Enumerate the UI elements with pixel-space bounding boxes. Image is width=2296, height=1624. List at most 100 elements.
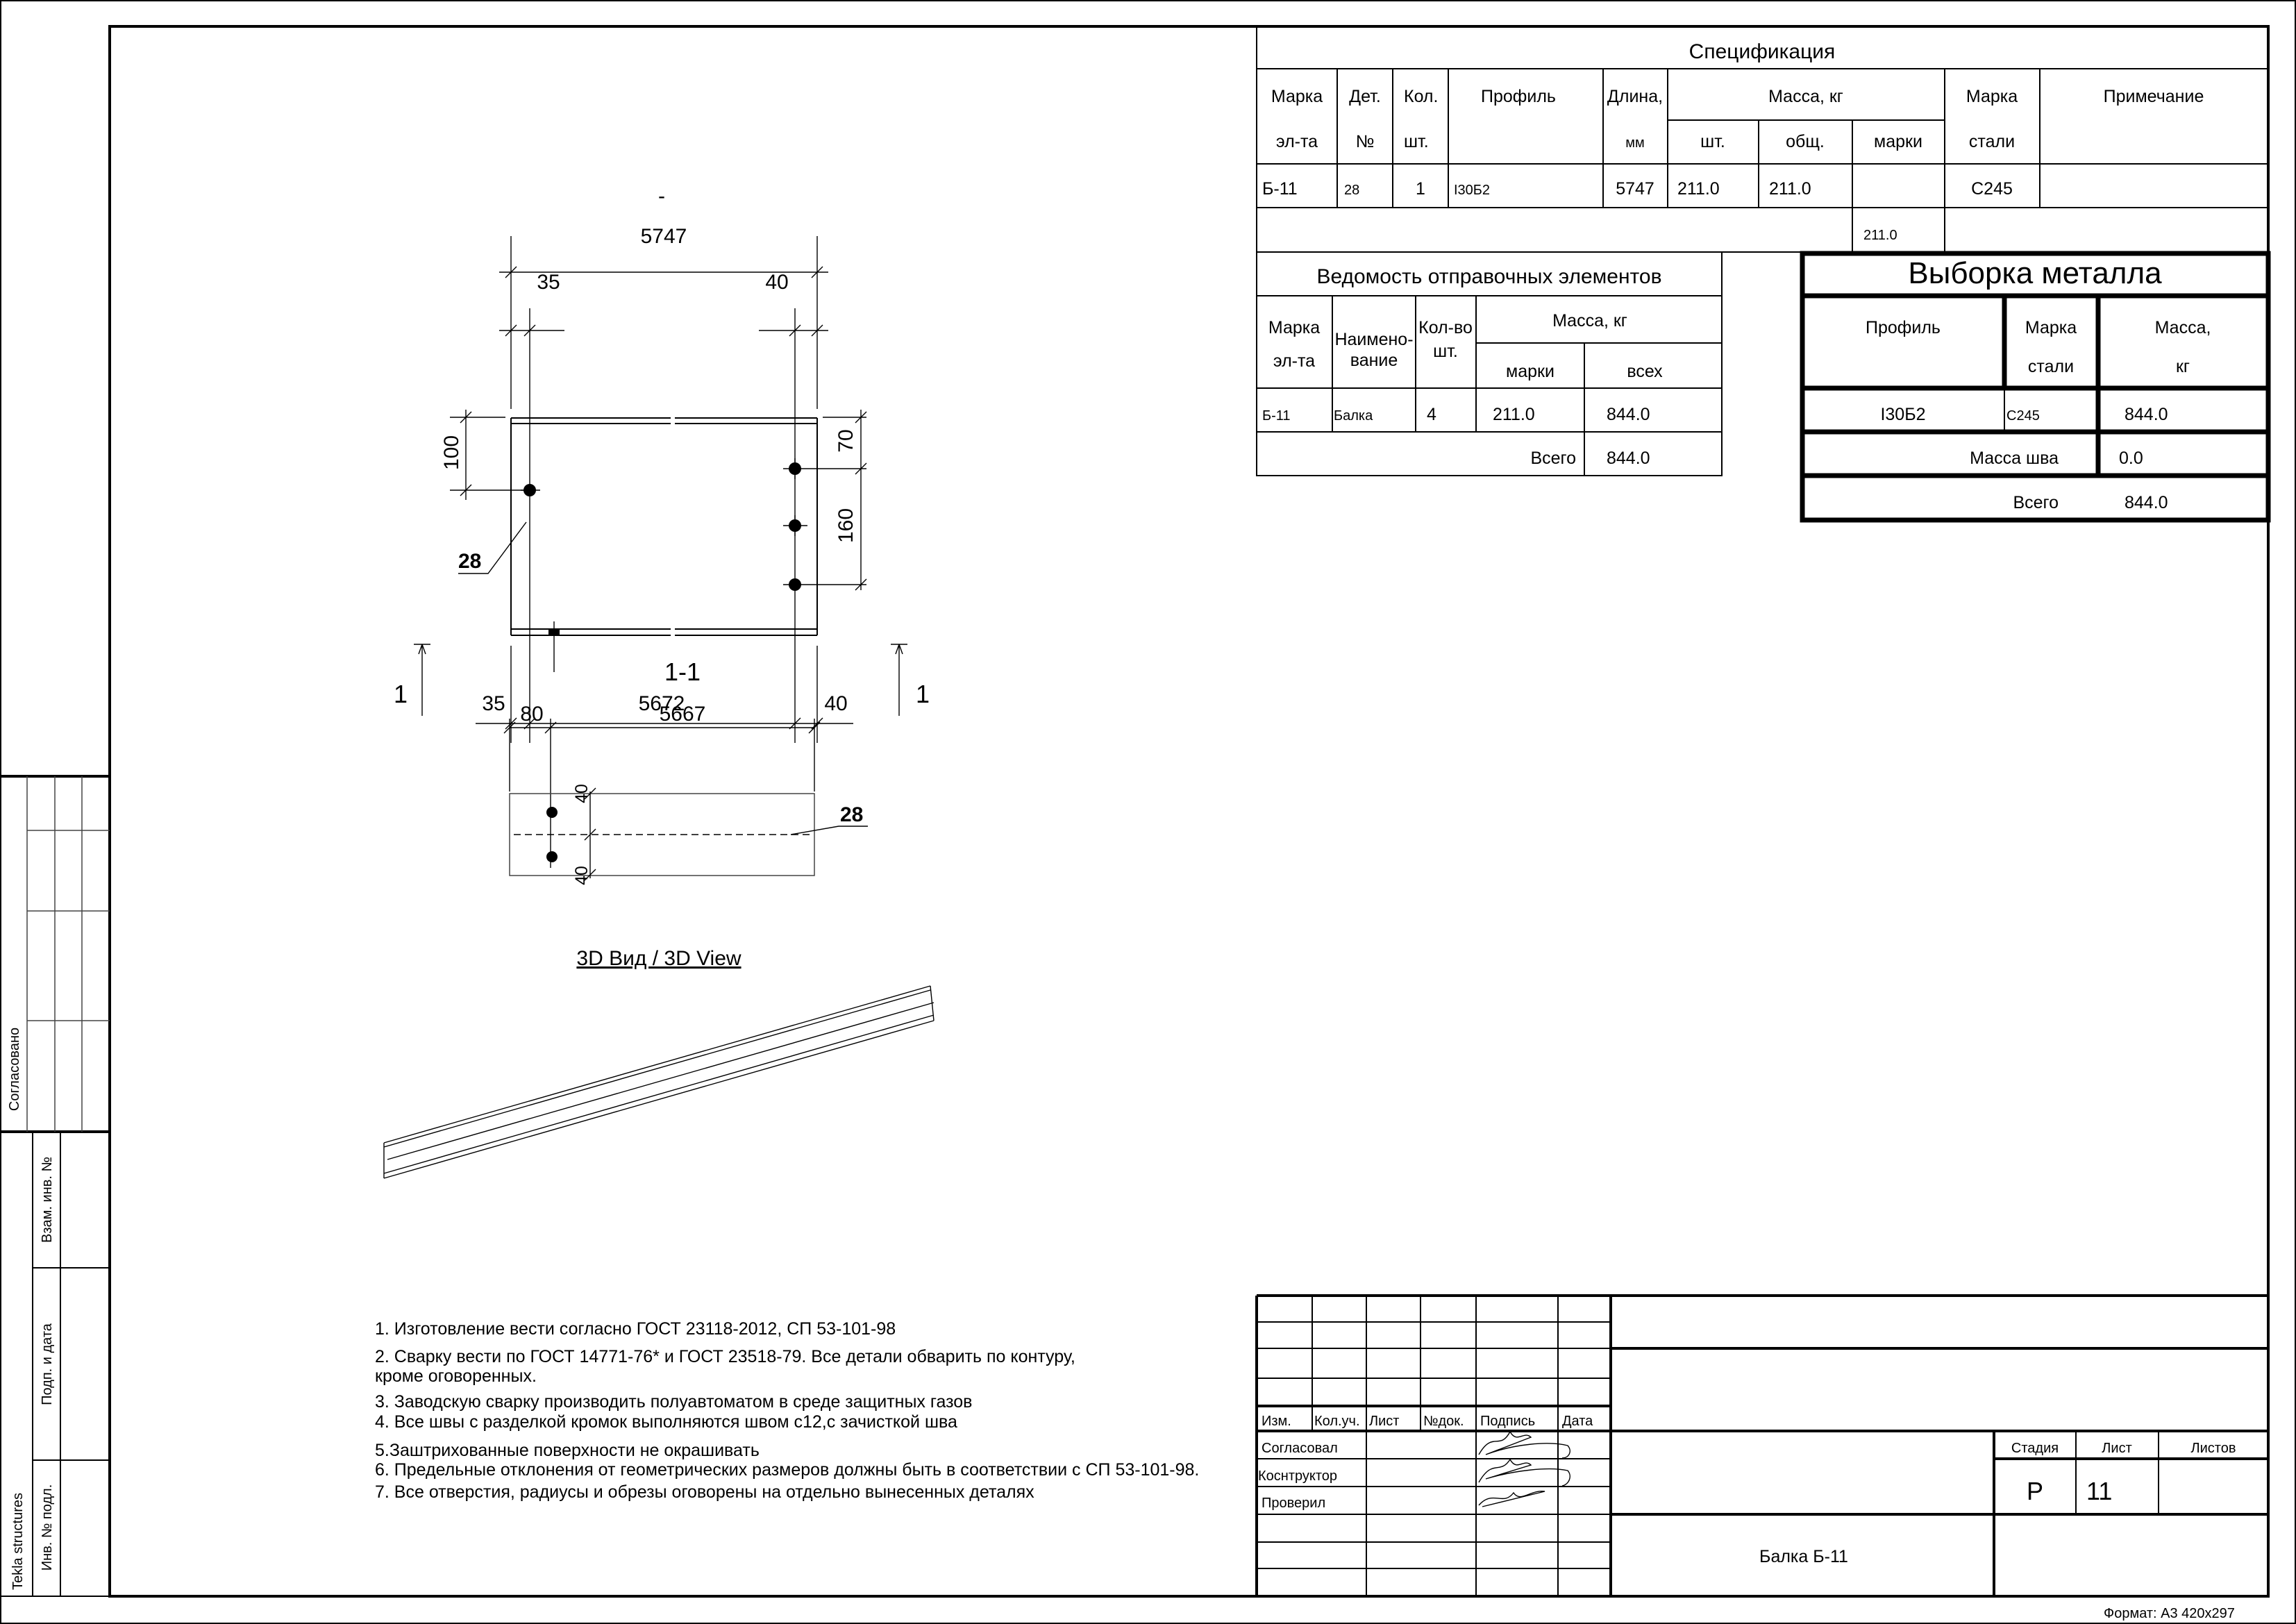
side-stamp-sign-date: Подп. и дата (40, 1323, 55, 1405)
spec-cell-mark: Б-11 (1262, 179, 1298, 199)
section-outline (509, 793, 815, 876)
part-mark: 28 (458, 550, 481, 573)
tb-col-kol-uch: Кол.уч. (1314, 1414, 1360, 1429)
shipping-header-mass-all: всех (1627, 362, 1663, 381)
tb-col-signature: Подпись (1480, 1414, 1535, 1429)
tb-col-ndok: №док. (1423, 1414, 1464, 1429)
spec-header-length: мм (1625, 135, 1645, 151)
spec-cell-det: 28 (1344, 183, 1359, 198)
shipping-header-mark: Марка (1268, 318, 1320, 337)
dim-middle-bottom: 5672 (639, 692, 685, 715)
shipping-total-value: 844.0 (1607, 449, 1650, 468)
tb-sheet-label: Лист (2102, 1441, 2131, 1456)
shipping-header-qty: шт. (1433, 342, 1458, 361)
side-stamp-replace-inv: Взам. инв. № (40, 1157, 55, 1243)
side-stamp-agreed: Согласовано (7, 1028, 22, 1111)
weld-mass-label: Масса шва (1970, 449, 2059, 468)
spec-header-steel: стали (1969, 132, 2015, 151)
spec-header-qty: Кол. (1404, 87, 1438, 106)
shipping-header-mass: Масса, кг (1552, 311, 1627, 330)
section-mark-right: 1 (916, 680, 930, 708)
spec-header-mass-mark: марки (1874, 132, 1922, 151)
spec-header-note: Примечание (2104, 87, 2204, 106)
tb-sheet-value: 11 (2086, 1477, 2112, 1505)
tb-role-designer: Коснтруктор (1258, 1468, 1337, 1484)
drawing-frame (108, 25, 2270, 1598)
view-3d-title: 3D Вид / 3D View (576, 947, 741, 970)
note-line: кроме оговоренных. (375, 1366, 537, 1386)
tb-stage-value: Р (2027, 1477, 2043, 1505)
dim-left-bottom: 35 (482, 692, 505, 715)
view-3d: 3D Вид / 3D View (383, 947, 935, 1179)
dim-overall: 5747 (641, 225, 687, 248)
section-view: 1-1 80 5667 40 40 28 (503, 658, 868, 885)
dim-right-top: 40 (765, 271, 788, 294)
spec-header-profile: Профиль (1481, 87, 1556, 106)
section-dim-bottom: 40 (572, 866, 592, 885)
spec-header-mass-each: шт. (1700, 132, 1725, 151)
format-label: Формат: А3 420x297 (2104, 1606, 2235, 1621)
metal-cell-steel: С245 (2006, 408, 2040, 424)
spec-cell-mass-each: 211.0 (1677, 179, 1720, 199)
shipping-cell-mark: Б-11 (1262, 408, 1291, 424)
side-stamp: Согласовано Взам. инв. № Подп. и дата Ин… (0, 775, 110, 1597)
tb-col-izm: Изм. (1262, 1414, 1291, 1429)
note-line: 4. Все швы с разделкой кромок выполняютс… (375, 1412, 957, 1432)
metal-header-mass: Масса, (2155, 318, 2211, 337)
note-line: 1. Изготовление вести согласно ГОСТ 2311… (375, 1319, 896, 1339)
shipping-header-mark: эл-та (1273, 351, 1315, 371)
shipping-total-label: Всего (1530, 449, 1576, 468)
section-mark-left: 1 (394, 680, 408, 708)
metal-header-steel: стали (2028, 357, 2074, 376)
shipping-header-name: Наимено- (1334, 330, 1413, 349)
tb-drawing-name: Балка Б-11 (1759, 1547, 1848, 1566)
note-line: 6. Предельные отклонения от геометрическ… (375, 1460, 1199, 1480)
spec-header-qty: шт. (1404, 132, 1429, 151)
spec-cell-steel: С245 (1971, 179, 2013, 199)
metal-total-value: 844.0 (2125, 493, 2168, 512)
metal-cell-mass: 844.0 (2125, 405, 2168, 424)
spec-header-length: Длина, (1607, 87, 1663, 106)
dim-vertical-right-top: 70 (835, 429, 857, 452)
dim-vertical-right-mid: 160 (835, 508, 857, 543)
spec-cell-profile: I30Б2 (1454, 183, 1490, 198)
shipping-cell-name: Балка (1334, 408, 1373, 424)
spec-header-steel: Марка (1966, 87, 2018, 106)
note-line: 2. Сварку вести по ГОСТ 14771-76* и ГОСТ… (375, 1347, 1075, 1366)
title-block: Изм. Кол.уч. Лист №док. Подпись Дата Сог… (1255, 1294, 2268, 1596)
spec-header-det: № (1356, 132, 1375, 151)
section-title: 1-1 (664, 658, 701, 686)
general-notes: 1. Изготовление вести согласно ГОСТ 2311… (375, 1319, 1199, 1502)
beam-outline (510, 417, 818, 636)
specification-table: Спецификация Марка эл-та Дет. № Кол. шт.… (1256, 26, 2268, 253)
metal-total-label: Всего (2013, 493, 2059, 512)
weld-mass-value: 0.0 (2119, 449, 2143, 468)
metal-header-profile: Профиль (1866, 318, 1941, 337)
spec-cell-length: 5747 (1616, 179, 1654, 199)
metal-header-mass: кг (2176, 357, 2190, 376)
spec-header-mass: Масса, кг (1768, 87, 1843, 106)
shipping-header-mass-mark: марки (1506, 362, 1555, 381)
spec-header-mark: Марка (1271, 87, 1323, 106)
section-dim-top: 40 (572, 784, 592, 803)
weld-mark (548, 621, 560, 672)
spec-header-det: Дет. (1349, 87, 1381, 106)
shipping-header-qty: Кол-во (1418, 318, 1473, 337)
shipping-title: Ведомость отправочных элементов (1316, 265, 1661, 288)
table-row: Б-11 28 1 I30Б2 5747 211.0 211.0 С245 (1262, 179, 2013, 199)
table-row: I30Б2 С245 844.0 (1880, 405, 2168, 424)
tb-role-checked: Проверил (1262, 1496, 1325, 1511)
shipping-cell-mass-all: 844.0 (1607, 405, 1650, 424)
metal-cell-profile: I30Б2 (1880, 405, 1925, 424)
spec-cell-qty: 1 (1416, 179, 1425, 199)
shipping-header-name: вание (1350, 351, 1398, 370)
tb-sheets-label: Листов (2191, 1441, 2236, 1456)
bolt-holes (521, 458, 807, 591)
note-line: 7. Все отверстия, радиусы и обрезы огово… (375, 1482, 1034, 1502)
tb-stage-label: Стадия (2011, 1441, 2059, 1456)
metal-selection-title: Выборка металла (1908, 256, 2162, 290)
spec-header-mark: эл-та (1276, 132, 1318, 151)
software-label: Tekla structures (10, 1493, 26, 1590)
